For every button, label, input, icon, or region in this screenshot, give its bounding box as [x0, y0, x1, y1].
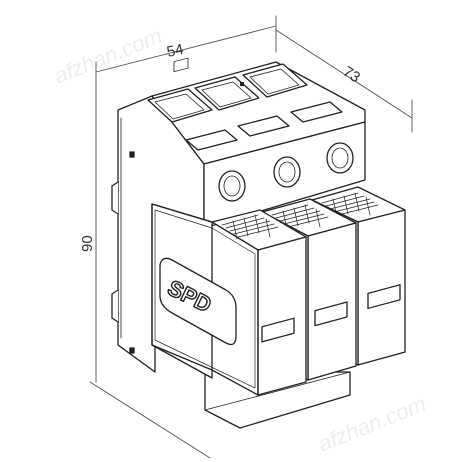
slot-pole-3	[242, 63, 308, 98]
mount-hole-lower	[129, 347, 135, 354]
screw-terminals	[218, 142, 354, 202]
top-wire-slots	[147, 57, 343, 151]
watermark-top: afzhan.com	[51, 23, 166, 89]
dimension-depth-label: 73	[340, 63, 363, 86]
dimension-height-label: 90	[79, 235, 96, 252]
indicator-window-1	[261, 317, 295, 343]
slot-pole-2	[194, 76, 260, 111]
mount-hole-upper	[129, 151, 135, 158]
slot-pole-1	[147, 57, 213, 123]
module-1: SPD	[151, 203, 307, 396]
indicator-window-3	[367, 284, 401, 310]
dimension-width-label: 54	[165, 41, 185, 61]
indicator-window-2	[314, 301, 348, 327]
dimension-lines	[89, 15, 413, 459]
spd-badge	[159, 257, 237, 346]
